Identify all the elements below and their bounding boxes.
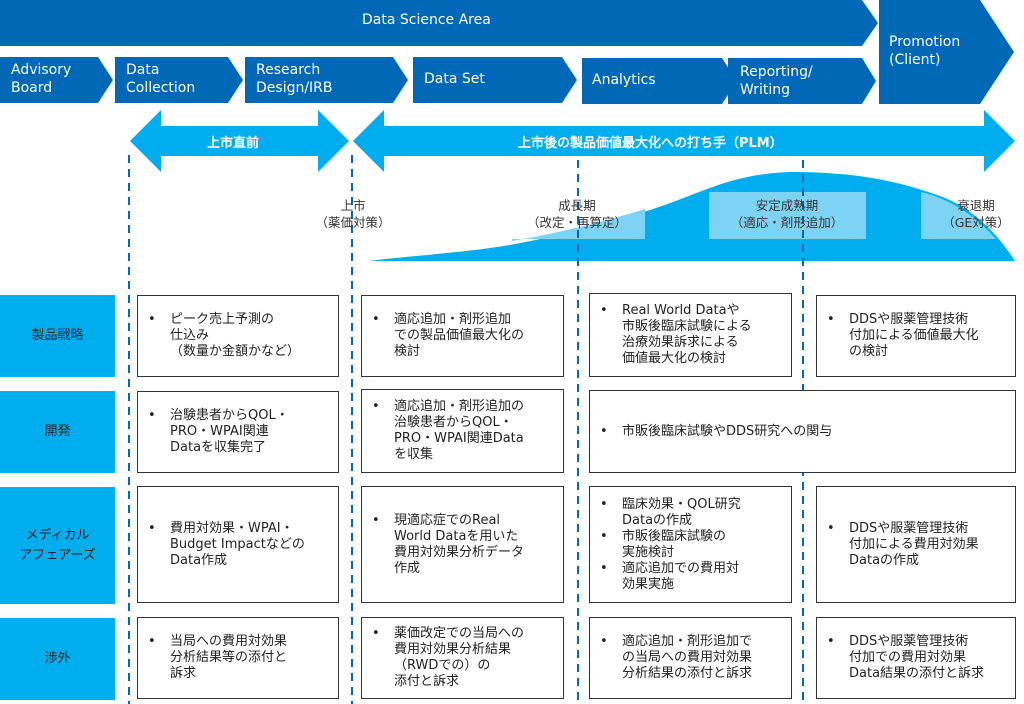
cell-item: DDSや服薬管理技術 付加による価値最大化 の検討 xyxy=(827,312,979,360)
cell-item: 適応追加・剤形追加の 治験患者からQOL・ PRO・WPAI関連Data を収集 xyxy=(372,399,524,463)
cell-external-pre-launch: 当局への費用対効果 分析結果等の添付と 訴求 xyxy=(137,617,339,699)
step-chevron-research-design xyxy=(245,57,408,103)
cell-strategy-growth: Real World Dataや 市販後臨床試験による 治療効果訴求による 価値… xyxy=(589,293,792,377)
cell-strategy-pre-launch: ピーク売上予測の 仕込み （数量か金額かなど） xyxy=(137,295,339,377)
step-chevron-data-collection xyxy=(115,57,243,103)
cell-medical-maturity: DDSや服薬管理技術 付加による費用対効果 Dataの作成 xyxy=(816,486,1016,603)
cell-external-launch: 薬価改定での当局への 費用対効果分析結果 （RWDでの）の 添付と訴求 xyxy=(361,617,564,699)
step-chevron-reporting-writing xyxy=(728,58,876,104)
post-launch-label: 上市後の製品価値最大化への打ち手（PLM） xyxy=(518,136,783,151)
cell-item: 適応追加・剤形追加で の当局への費用対効果 分析結果の添付と訴求 xyxy=(600,634,752,682)
cell-development-post-launch: 市販後臨床試験やDDS研究への関与 xyxy=(589,390,1016,473)
row-label-external-affairs: 渉外 xyxy=(0,618,115,700)
promotion-chevron xyxy=(879,0,1014,104)
cell-item: 治験患者からQOL・ PRO・WPAI関連 Dataを収集完了 xyxy=(148,408,289,456)
cell-item: DDSや服薬管理技術 付加による費用対効果 Dataの作成 xyxy=(827,521,979,569)
step-chevron-analytics xyxy=(582,58,737,104)
row-label-medical-affairs: メディカル アフェアーズ xyxy=(0,487,115,604)
pre-launch-arrow xyxy=(130,110,349,172)
maturity-phase-highlight xyxy=(709,192,866,239)
pre-launch-label: 上市直前 xyxy=(207,136,260,151)
maturity-phase-label: 安定成熟期 （適応・剤形追加） xyxy=(730,198,844,230)
cell-strategy-maturity: DDSや服薬管理技術 付加による価値最大化 の検討 xyxy=(816,295,1016,377)
row-label-product-strategy: 製品戦略 xyxy=(0,295,115,377)
post-launch-arrow xyxy=(353,110,1015,172)
cell-strategy-launch: 適応追加・剤形追加 での製品価値最大化の 検討 xyxy=(361,295,564,377)
data-science-area-title: Data Science Area xyxy=(362,12,491,28)
launch-phase-label: 上市 （薬価対策） xyxy=(315,198,391,230)
cell-medical-growth: 臨床効果・QOL研究 Dataの作成 市販後臨床試験の 実施検討 適応追加での費… xyxy=(589,486,792,603)
cell-item: DDSや服薬管理技術 付加での費用対効果 Data結果の添付と訴求 xyxy=(827,634,984,682)
step-label-analytics: Analytics xyxy=(592,72,656,88)
cell-item: 適応追加での費用対 効果実施 xyxy=(600,561,741,593)
cell-medical-launch: 現適応症でのReal World Dataを用いた 費用対効果分析データ 作成 xyxy=(361,486,564,603)
step-chevron-advisory-board xyxy=(0,57,113,103)
cell-item: 費用対効果・WPAI・ Budget Impactなどの Data作成 xyxy=(148,521,305,569)
decline-phase-label: 衰退期 （GE対策） xyxy=(942,198,1010,230)
growth-phase-label: 成長期 （改定・再算定） xyxy=(526,198,627,230)
cell-item: ピーク売上予測の 仕込み （数量か金額かなど） xyxy=(148,312,300,360)
cell-development-launch: 適応追加・剤形追加の 治験患者からQOL・ PRO・WPAI関連Data を収集 xyxy=(361,389,564,473)
promotion-label: Promotion (Client) xyxy=(889,34,961,68)
cell-item: 市販後臨床試験やDDS研究への関与 xyxy=(600,424,832,440)
step-label-research-design: Research Design/IRB xyxy=(256,62,333,96)
cell-medical-pre-launch: 費用対効果・WPAI・ Budget Impactなどの Data作成 xyxy=(137,486,339,603)
step-label-reporting-writing: Reporting/ Writing xyxy=(740,64,813,98)
data-science-area-band xyxy=(0,0,878,46)
growth-phase-highlight xyxy=(512,209,645,241)
cell-item: 現適応症でのReal World Dataを用いた 費用対効果分析データ 作成 xyxy=(372,513,524,577)
decline-phase-highlight xyxy=(921,192,996,239)
cell-item: 適応追加・剤形追加 での製品価値最大化の 検討 xyxy=(372,312,524,360)
row-label-development: 開発 xyxy=(0,391,115,473)
step-label-data-collection: Data Collection xyxy=(126,62,196,96)
cell-external-maturity: DDSや服薬管理技術 付加での費用対効果 Data結果の添付と訴求 xyxy=(816,617,1016,699)
cell-external-growth: 適応追加・剤形追加で の当局への費用対効果 分析結果の添付と訴求 xyxy=(589,617,792,699)
step-label-advisory-board: Advisory Board xyxy=(11,62,72,96)
cell-development-pre-launch: 治験患者からQOL・ PRO・WPAI関連 Dataを収集完了 xyxy=(137,391,339,473)
step-chevron-data-set xyxy=(413,57,577,103)
lifecycle-curve xyxy=(368,172,1015,261)
cell-item: 臨床効果・QOL研究 Dataの作成 xyxy=(600,497,741,529)
cell-item: 薬価改定での当局への 費用対効果分析結果 （RWDでの）の 添付と訴求 xyxy=(372,626,524,690)
step-label-data-set: Data Set xyxy=(424,71,485,87)
cell-item: 当局への費用対効果 分析結果等の添付と 訴求 xyxy=(148,634,287,682)
cell-item: 市販後臨床試験の 実施検討 xyxy=(600,529,741,561)
cell-item: Real World Dataや 市販後臨床試験による 治療効果訴求による 価値… xyxy=(600,303,752,367)
